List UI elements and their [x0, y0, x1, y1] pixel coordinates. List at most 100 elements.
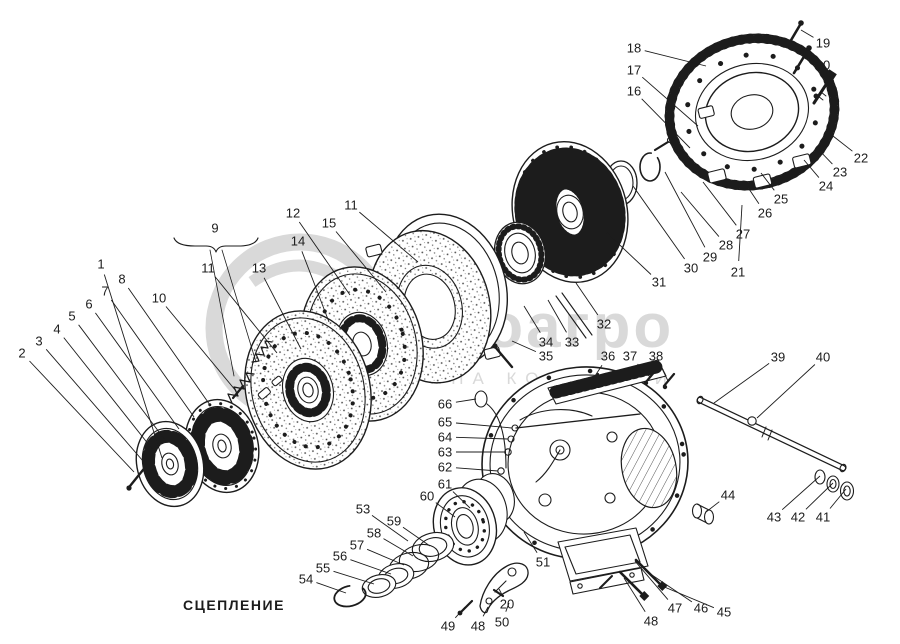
leader-line-36-36	[592, 364, 603, 380]
leader-line-24-24	[803, 159, 820, 178]
springs	[223, 340, 283, 405]
callout-label-48-50: 48	[471, 619, 485, 634]
leader-line-2-1	[29, 360, 135, 473]
callout-label-29-29: 29	[703, 250, 717, 265]
callout-label-32-32: 32	[597, 317, 611, 332]
leader-line-11-15	[359, 211, 419, 263]
callout-label-21-21: 21	[731, 265, 745, 280]
callout-label-10-9: 10	[152, 291, 166, 306]
bell-housing	[481, 366, 689, 595]
leader-line-37-37	[637, 363, 651, 378]
callout-label-58-59: 58	[367, 526, 381, 541]
leader-line-57-58	[366, 548, 405, 566]
leader-line-17-17	[642, 76, 699, 127]
leader-line-31-31	[605, 231, 652, 275]
release-fork	[457, 562, 529, 616]
callout-label-51-53: 51	[536, 555, 550, 570]
leader-line-28-28	[680, 191, 720, 237]
leader-line-14-13	[301, 251, 330, 323]
callout-label-30-30: 30	[684, 261, 698, 276]
callout-label-13-12: 13	[252, 261, 266, 276]
leader-line-5-4	[78, 324, 166, 441]
callout-label-63-64: 63	[438, 445, 452, 460]
callout-label-1-0: 1	[97, 257, 104, 272]
leader-line-49-49	[454, 606, 466, 619]
leader-line-35-35	[511, 340, 537, 353]
leader-line-12-11	[298, 221, 351, 296]
leader-line-43-43	[781, 475, 821, 511]
callout-label-7-6: 7	[101, 284, 108, 299]
leader-line-20-51	[498, 588, 503, 595]
leader-line-4-3	[63, 337, 154, 451]
leader-line-65-66	[455, 422, 513, 429]
leader-line-11-10	[214, 276, 278, 354]
leader-line-33-33	[547, 299, 567, 333]
leader-line-15-14	[335, 231, 387, 293]
clutch-shaft	[696, 395, 847, 473]
leader-line-45-45	[661, 585, 715, 609]
callout-label-27-27: 27	[736, 227, 750, 242]
leader-line-21-21	[738, 204, 743, 262]
callout-label-11-15: 11	[344, 198, 358, 213]
leader-line-13-12	[263, 277, 302, 350]
leader-line-26-26	[744, 182, 760, 205]
callout-label-47-47: 47	[668, 601, 682, 616]
callout-label-49-49: 49	[441, 619, 455, 634]
callout-label-28-28: 28	[719, 238, 733, 253]
leader-line-34-34	[523, 305, 541, 333]
leader-line-20-20	[805, 55, 814, 61]
cover-bolts	[785, 20, 837, 105]
callout-label-6-5: 6	[85, 297, 92, 312]
callout-label-11-10: 11	[201, 261, 215, 276]
leader-line-44-44	[705, 501, 720, 513]
callout-label-4-3: 4	[53, 322, 60, 337]
leader-line-48-48	[623, 577, 646, 612]
leader-line-62-63	[455, 467, 499, 472]
callout-label-54-55: 54	[299, 572, 313, 587]
leader-line-16-16	[641, 98, 691, 149]
leader-line-25-25	[760, 172, 775, 191]
leader-line-51-53	[523, 531, 538, 553]
callout-label-33-33: 33	[565, 335, 579, 350]
diagram-title: СЦЕПЛЕНИЕ	[183, 597, 285, 613]
leader-line-29-29	[664, 171, 706, 248]
leader-line-47-47	[634, 560, 669, 600]
leader-line-50-52	[505, 602, 510, 612]
callout-label-5-4: 5	[68, 309, 75, 324]
callout-label-16-16: 16	[627, 84, 641, 99]
leader-line-6-5	[95, 312, 180, 430]
callout-label-44-44: 44	[721, 488, 735, 503]
callout-label-66-67: 66	[438, 397, 452, 412]
callout-label-14-13: 14	[291, 234, 305, 249]
callout-label-50-52: 50	[495, 615, 509, 630]
callout-label-56-57: 56	[333, 549, 347, 564]
leader-line-10-9	[165, 306, 237, 392]
leader-line-40-40	[756, 364, 816, 419]
callout-label-18-18: 18	[627, 41, 641, 56]
leader-line-61-62	[452, 491, 471, 509]
callout-label-42-42: 42	[791, 510, 805, 525]
callout-label-48-48: 48	[644, 614, 658, 629]
leader-line-19-19	[800, 29, 814, 38]
leader-line-30-30	[632, 185, 685, 260]
leader-line-54-55	[316, 582, 347, 594]
leader-line-32-32	[575, 282, 599, 316]
callout-label-43-43: 43	[767, 510, 781, 525]
callout-label-41-41: 41	[816, 510, 830, 525]
callout-label-35-35: 35	[539, 349, 553, 364]
callout-label-2-1: 2	[18, 346, 25, 361]
callout-label-8-7: 8	[118, 272, 125, 287]
leader-line-38-38	[660, 365, 669, 382]
callout-label-12-11: 12	[286, 206, 300, 221]
pilot-bearing	[493, 221, 547, 285]
callout-label-20-20: 20	[816, 58, 830, 73]
leader-line-48-50	[482, 606, 489, 617]
leader-line-8-7	[127, 287, 211, 406]
leader-line-42-42	[805, 482, 834, 510]
leader-line-64-65	[455, 436, 509, 440]
callout-label-34-34: 34	[539, 335, 553, 350]
callout-label-24-24: 24	[819, 179, 833, 194]
